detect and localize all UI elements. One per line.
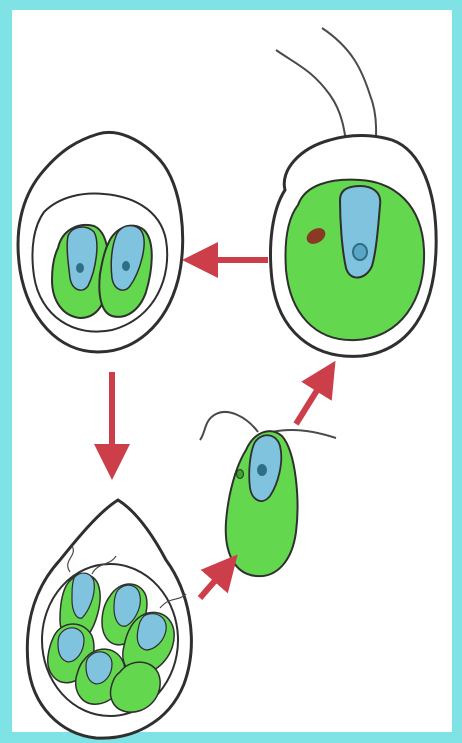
nucleolus [122, 261, 130, 271]
nucleolus [353, 244, 367, 260]
nucleolus [257, 464, 267, 476]
eyespot [237, 470, 244, 479]
nucleolus [76, 263, 84, 273]
